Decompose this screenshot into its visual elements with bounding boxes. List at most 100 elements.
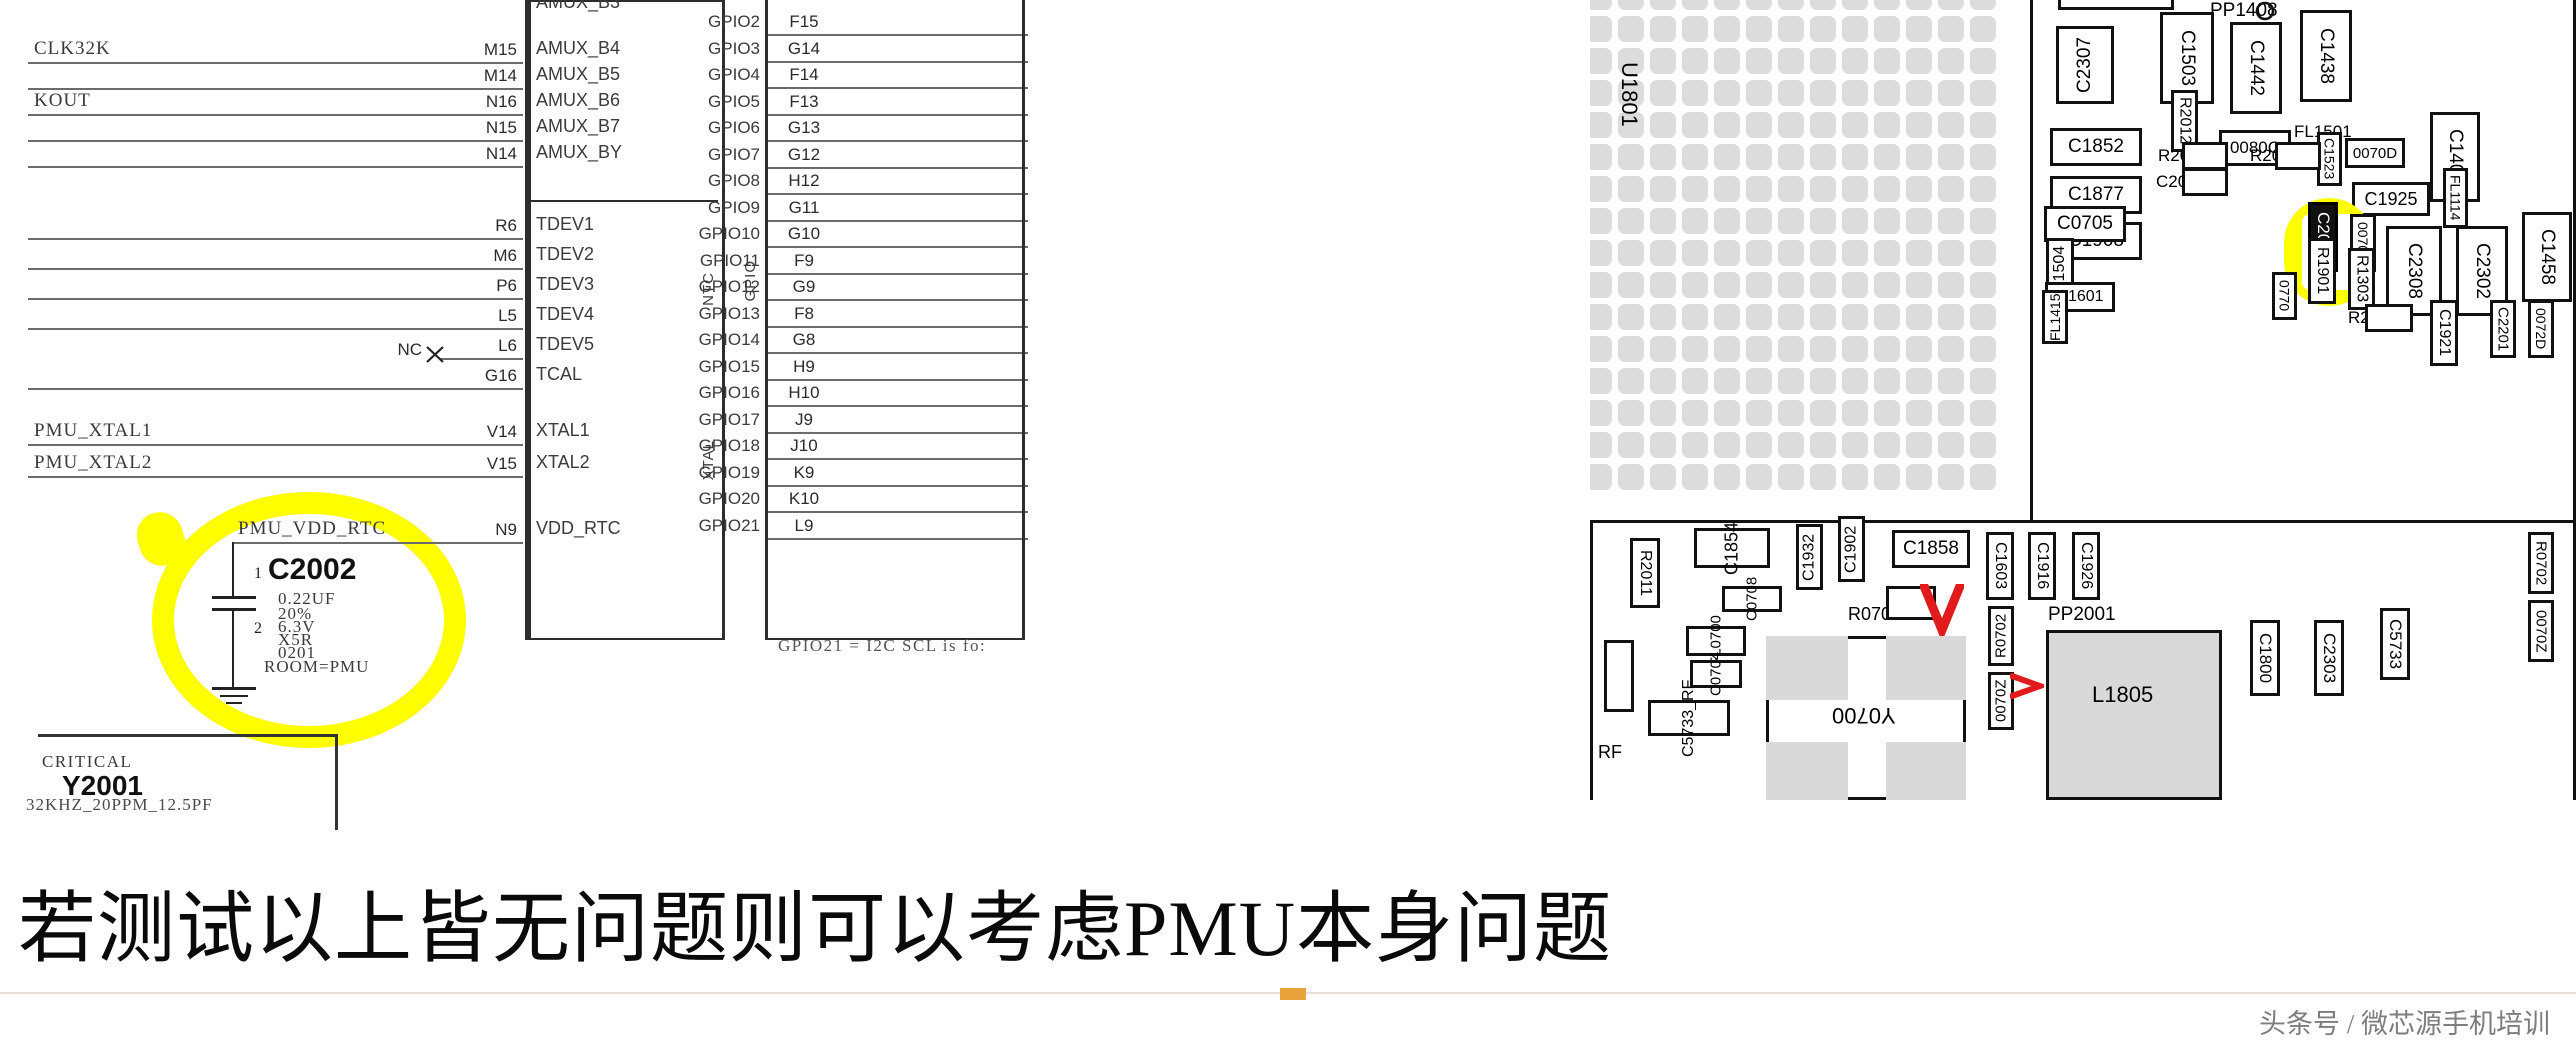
- page-headline: 若测试以上皆无问题则可以考虑PMU本身问题: [18, 885, 1613, 972]
- part-r0702: R0702: [1988, 606, 2014, 666]
- part-c1916: C1916: [2028, 532, 2056, 600]
- bga-pad: [1778, 16, 1804, 42]
- bga-pad: [1874, 304, 1900, 330]
- bga-pad: [1618, 16, 1644, 42]
- net-wire-4: [28, 166, 523, 168]
- pmu-schematic-diagram: AMUX_B3 CLK32K M15 AMUX_B4 M14 AMUX_B5 K…: [0, 0, 1090, 830]
- ic-bottom-edge-amux: [525, 638, 725, 640]
- bga-pad: [1906, 208, 1932, 234]
- bga-pad: [1650, 240, 1676, 266]
- pin-name-amux-by: AMUX_BY: [536, 142, 623, 162]
- bga-pad: [1590, 240, 1612, 266]
- bga-pad: [1590, 432, 1612, 458]
- bga-pad: [1590, 336, 1612, 362]
- bga-pad: [1746, 240, 1772, 266]
- part-r2011: R2011: [1630, 538, 1660, 608]
- bga-pad: [1778, 208, 1804, 234]
- bga-pad: [1970, 80, 1996, 106]
- bga-pad: [1746, 400, 1772, 426]
- gpio-pin-number-g13: G13: [787, 118, 821, 137]
- gpio-net-wire-5: [768, 166, 1028, 169]
- bga-pad: [1938, 272, 1964, 298]
- bga-pad: [1874, 0, 1900, 10]
- bga-pad: [1714, 272, 1740, 298]
- bga-pad: [1970, 48, 1996, 74]
- bga-pad: [1714, 400, 1740, 426]
- gpio-pin-number-f15: F15: [789, 12, 819, 31]
- bga-pad: [1682, 368, 1708, 394]
- ground-bar-1: [212, 687, 256, 690]
- bga-pad: [1906, 464, 1932, 490]
- bga-pad: [1590, 464, 1612, 490]
- bga-pad: [1938, 144, 1964, 170]
- pin-name-vdd-rtc: VDD_RTC: [536, 518, 621, 538]
- shield-outline-left: [1604, 640, 1634, 712]
- pin-number-r6: R6: [495, 216, 517, 235]
- board-edge-vertical: [2030, 0, 2033, 520]
- bga-pad: [1842, 112, 1868, 138]
- net-label-pmu-xtal2: PMU_XTAL2: [34, 452, 153, 473]
- gpio-pin-name-gpio15: GPIO15: [698, 356, 760, 376]
- bga-pad: [1906, 240, 1932, 266]
- gpio-pin-name-gpio18: GPIO18: [698, 436, 760, 455]
- gpio-pin-number-j10: J10: [790, 436, 818, 455]
- bga-pad: [1746, 144, 1772, 170]
- bga-pad-array-u1801: [1590, 0, 2010, 520]
- part-c1932: C1932: [1796, 524, 1823, 590]
- bga-pad: [1714, 48, 1740, 74]
- pin-name-tdev1: TDEV1: [536, 214, 595, 234]
- gpio-pin-number-g10: G10: [787, 224, 821, 243]
- bga-pad: [1618, 464, 1644, 490]
- net-label-clk32k: CLK32K: [34, 38, 111, 59]
- pin-number-v15: V15: [486, 454, 517, 473]
- bga-pad: [1810, 240, 1836, 266]
- bga-pad: [1842, 464, 1868, 490]
- gpio-pin-number-h9: H9: [793, 356, 815, 376]
- pcb-label-pp2001: PP2001: [2048, 604, 2116, 625]
- cap-pin-1-label: 1: [254, 565, 262, 582]
- pin-name-tdev2: TDEV2: [536, 244, 595, 264]
- ground-bar-2: [220, 695, 248, 697]
- gpio-pin-number-g11: G11: [788, 197, 820, 217]
- bga-pad: [1778, 304, 1804, 330]
- bga-pad: [1906, 272, 1932, 298]
- bga-pad: [1778, 272, 1804, 298]
- pcb-label-rf: RF: [1598, 742, 1622, 762]
- bga-pad: [1746, 112, 1772, 138]
- bga-pad: [1874, 16, 1900, 42]
- bga-pad: [1970, 272, 1996, 298]
- part-c2010-pad: [2182, 168, 2228, 196]
- bga-pad: [1618, 240, 1644, 266]
- gpio-pin-number-h12: H12: [788, 171, 820, 190]
- gpio-pin-number-g8: G8: [792, 330, 816, 349]
- pin-number-n9: N9: [495, 520, 517, 539]
- bga-pad: [1746, 336, 1772, 362]
- pin-number-n15: N15: [485, 118, 517, 137]
- part-r2007-pad: [2275, 142, 2321, 170]
- bga-pad: [1714, 304, 1740, 330]
- ic-divider-amux-tdev: [528, 200, 718, 202]
- gpio-pin-number-f8: F8: [794, 303, 814, 323]
- bga-pad: [1650, 80, 1676, 106]
- crystal-critical-label: CRITICAL: [42, 752, 133, 771]
- cap-package: 0201: [278, 643, 316, 662]
- net-wire-tdev2: [28, 268, 523, 270]
- bga-pad: [1810, 16, 1836, 42]
- bga-pad: [1682, 144, 1708, 170]
- cap-value: 0.22UF: [278, 589, 336, 608]
- bga-pad: [1810, 304, 1836, 330]
- net-label-kout: KOUT: [34, 90, 91, 111]
- pin-name-tdev5: TDEV5: [536, 334, 595, 354]
- bga-pad: [1970, 240, 1996, 266]
- bga-pad: [1714, 336, 1740, 362]
- bga-pad: [1778, 368, 1804, 394]
- gpio-net-wire-19: [768, 537, 1028, 540]
- part-c1800: C1800: [2250, 620, 2280, 696]
- bga-pad: [1938, 400, 1964, 426]
- bga-pad: [1842, 208, 1868, 234]
- cap-lead-top: [232, 542, 234, 596]
- watermark-credit: 头条号 / 微芯源手机培训: [2258, 1009, 2550, 1039]
- bga-pad: [1650, 304, 1676, 330]
- bga-pad: [1874, 144, 1900, 170]
- bga-pad: [1682, 176, 1708, 202]
